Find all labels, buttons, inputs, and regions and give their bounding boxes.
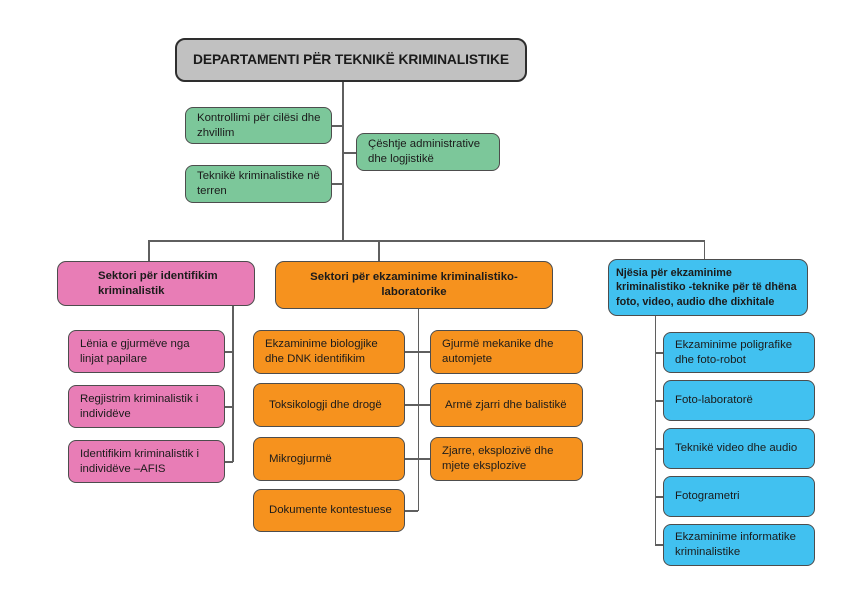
node-video-audio-tech: Teknikë video dhe audio: [663, 428, 815, 469]
node-fingerprint-traces: Lënia e gjurmëve nga linjat papilare: [68, 330, 225, 373]
connector-stub-pink-3: [225, 461, 233, 463]
connector-stub-blue-3: [655, 448, 663, 450]
connector-stub-lab-right-2: [418, 404, 430, 406]
node-microtraces: Mikrogjurmë: [253, 437, 405, 481]
node-admin-logistics: Çështje administrative dhe logjistikë: [356, 133, 500, 171]
node-photo-laboratory: Foto-laboratorë: [663, 380, 815, 421]
connector-stub-admin: [343, 152, 356, 154]
connector-drop-multimedia: [703, 240, 705, 259]
node-field-forensics: Teknikë kriminalistike në terren: [185, 165, 332, 203]
node-firearms-ballistics: Armë zjarri dhe balistikë: [430, 383, 583, 427]
connector-stub-blue-1: [655, 352, 663, 354]
connector-stub-lab-right-1: [418, 351, 430, 353]
connector-drop-laboratory: [378, 240, 380, 261]
connector-stub-field: [332, 183, 343, 185]
connector-stub-lab-right-3: [418, 458, 430, 460]
node-polygraph-photorobot: Ekzaminime poligrafike dhe foto-robot: [663, 332, 815, 373]
node-sector-identification: Sektori për identifikim kriminalistik: [57, 261, 255, 306]
connector-stub-quality: [332, 125, 343, 127]
connector-stub-blue-5: [655, 544, 663, 546]
node-biology-dnk: Ekzaminime biologjike dhe DNK identifiki…: [253, 330, 405, 374]
node-afis-identification: Identifikim kriminalistik i individëve –…: [68, 440, 225, 483]
connector-spine-laboratory: [417, 309, 419, 511]
connector-stub-pink-2: [225, 406, 233, 408]
node-sector-laboratory: Sektori për ekzaminime kriminalistiko-la…: [275, 261, 553, 309]
connector-spine-multimedia: [654, 316, 656, 545]
connector-stub-lab-left-3: [405, 458, 418, 460]
node-informatics-examinations: Ekzaminime informatike kriminalistike: [663, 524, 815, 566]
node-contested-documents: Dokumente kontestuese: [253, 489, 405, 532]
node-photogrammetry: Fotogrametri: [663, 476, 815, 517]
connector-drop-identification: [148, 240, 150, 261]
connector-stub-lab-left-1: [405, 351, 418, 353]
connector-stub-lab-left-4: [405, 510, 418, 512]
node-toxicology-drugs: Toksikologji dhe drogë: [253, 383, 405, 427]
node-fires-explosives: Zjarre, eksplozivë dhe mjete eksplozive: [430, 437, 583, 481]
node-department-root: DEPARTAMENTI PËR TEKNIKË KRIMINALISTIKE: [175, 38, 527, 82]
connector-stub-blue-2: [655, 400, 663, 402]
connector-stub-pink-1: [225, 351, 233, 353]
connector-stub-lab-left-2: [405, 404, 418, 406]
node-mechanical-traces-vehicles: Gjurmë mekanike dhe automjete: [430, 330, 583, 374]
connector-spine-identification: [232, 306, 234, 462]
connector-main-horizontal: [148, 240, 705, 242]
connector-trunk: [342, 82, 344, 240]
node-quality-control: Kontrollimi për cilësi dhe zhvillim: [185, 107, 332, 144]
node-criminal-registration: Regjistrim kriminalistik i individëve: [68, 385, 225, 428]
connector-stub-blue-4: [655, 496, 663, 498]
node-unit-multimedia: Njësia për ekzaminime kriminalistiko -te…: [608, 259, 808, 316]
